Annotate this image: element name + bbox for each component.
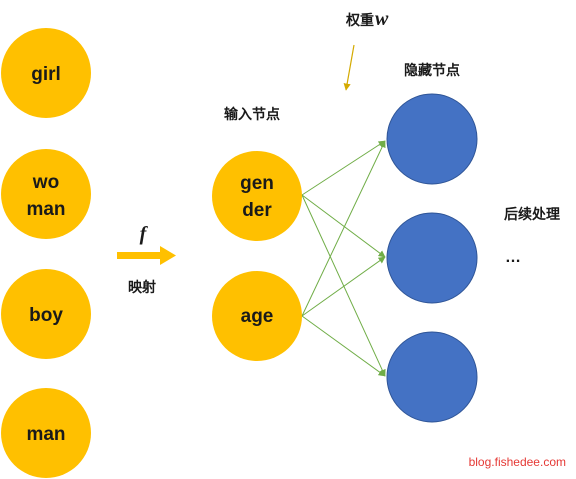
weight-annotation: 权重w [343, 8, 389, 91]
weight-pointer [343, 44, 355, 91]
edge-age-hidden2 [301, 256, 386, 317]
function-symbol: f [140, 223, 149, 245]
word-woman-label-line2: man [26, 199, 65, 220]
connection-edges [301, 140, 386, 377]
word-node-man-circle [1, 388, 91, 478]
weight-label: 权重w [345, 8, 389, 30]
edge-age-hidden1 [301, 140, 386, 317]
mapping-arrow-head [160, 246, 176, 265]
word-man-label: man [26, 424, 65, 445]
edge-gender-hidden1 [301, 140, 386, 196]
word-node-boy-circle [1, 269, 91, 359]
input-node-age-circle [212, 271, 302, 361]
input-layer-title: 输入节点 [224, 106, 280, 123]
word-girl-label: girl [31, 64, 61, 85]
edge-age-hidden3 [301, 315, 386, 377]
input-node-gender-circle [212, 151, 302, 241]
input-gender-label-line2: der [242, 200, 272, 221]
word-node-girl: girl [1, 28, 91, 118]
mapping-arrow-shaft [117, 252, 160, 259]
mapping-label: 映射 [128, 279, 156, 296]
hidden-node-2 [386, 212, 478, 304]
input-node-gender: gen der [212, 151, 302, 241]
word-boy-label: boy [29, 305, 63, 326]
input-gender-label-line1: gen [240, 173, 274, 194]
edge-gender-hidden2 [301, 194, 386, 258]
post-processing-ellipsis: … [505, 249, 521, 266]
hidden-node-1 [386, 93, 478, 185]
word-node-woman: wo man [1, 149, 91, 239]
word-woman-label-line1: wo [32, 172, 59, 193]
post-processing-label: 后续处理 [504, 206, 560, 223]
input-node-age: age [212, 271, 302, 361]
watermark: blog.fishedee.com [469, 455, 566, 469]
weight-label-symbol: w [375, 8, 389, 30]
word-node-girl-circle [1, 28, 91, 118]
input-age-label: age [241, 306, 274, 327]
edge-gender-hidden3 [301, 194, 386, 377]
word-node-woman-circle [1, 149, 91, 239]
word-node-man: man [1, 388, 91, 478]
mapping-arrow: f 映射 [117, 223, 176, 296]
weight-label-prefix: 权重 [345, 12, 374, 29]
hidden-node-3 [386, 331, 478, 423]
word-node-boy: boy [1, 269, 91, 359]
hidden-layer-title: 隐藏节点 [404, 62, 460, 79]
